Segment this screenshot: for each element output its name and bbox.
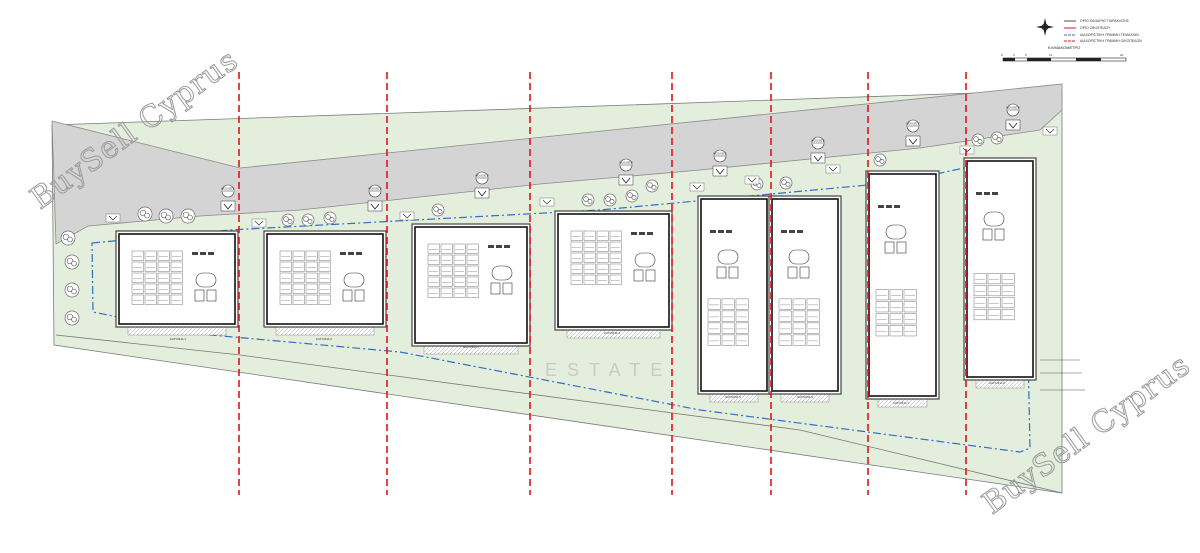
tree-icon [301,213,315,227]
tree-icon [180,208,196,224]
house-marker-icon: HOUSE 3 [474,171,490,199]
legend: ΟΡΙΟ ΚΑΘΑΡΗΣ ΠΑΡΑΚΛΙΣΗΣ ΟΡΙΟ ΟΙΚΟΠΕΔΟΥ Δ… [1001,18,1142,62]
tree-icon [281,213,295,227]
house-3: HOUSE 3 ΚΑΤΟΙΚΙΑ 3 [411,171,531,355]
house-marker-label: HOUSE 3 [475,174,489,178]
tree-icon [971,133,985,147]
tree-icon [779,176,793,190]
north-arrow-icon [1036,18,1054,36]
tree-icon [158,208,174,224]
access-road [51,83,1063,245]
tree-icon [873,153,887,167]
parking-arrow-icon [689,182,705,192]
house-marker-icon: HOUSE 5 [712,149,728,177]
house-label: ΚΑΤΟΙΚΙΑ 1 [170,337,186,341]
house-marker-label: HOUSE 1 [221,187,235,191]
site-boundary-south [55,334,1063,494]
watermark-center: ESTATE [545,360,672,380]
parking-arrow-icon [959,145,975,155]
house-5: HOUSE 5 ΚΑΤΟΙΚΙΑ 5 [697,149,771,403]
house-marker-label: HOUSE 5 [713,152,727,156]
parking-arrow-icon [399,211,415,221]
tree-icon [990,131,1004,145]
house-1: HOUSE 1 ΚΑΤΟΙΚΙΑ 1 [115,184,239,341]
tree-icon [60,230,76,246]
svg-text:5: 5 [1025,53,1027,57]
svg-text:ΟΡΙΟ ΟΙΚΟΠΕΔΟΥ: ΟΡΙΟ ΟΙΚΟΠΕΔΟΥ [1080,26,1111,30]
house-label: ΚΑΤΟΙΚΙΑ 3 [463,345,479,349]
house-6: HOUSE 6 ΚΑΤΟΙΚΙΑ 6 [768,136,842,403]
svg-text:0: 0 [1001,53,1003,57]
house-label: ΚΑΤΟΙΚΙΑ 5 [725,395,741,399]
svg-text:20: 20 [1120,53,1124,57]
building-outline [697,195,771,395]
house-label: ΚΑΤΟΙΚΙΑ 7 [893,401,909,405]
building-outline [865,170,940,400]
legend-line-3: ΔΙΑΧΩΡΙΣΤΙΚΗ ΓΡΑΜΜΗ ΤΕΜΑΧΙΩΝ [1064,33,1139,37]
house-marker-icon: HOUSE 1 [220,184,236,212]
house-marker-label: HOUSE 4 [619,161,633,165]
scale-title: ΚΛΙΜΑΚΟΜΕΤΡΟ [1048,45,1080,50]
parking-arrow-icon [744,175,760,185]
house-label: ΚΑΤΟΙΚΙΑ 2 [316,337,332,341]
legend-line-1: ΟΡΙΟ ΚΑΘΑΡΗΣ ΠΑΡΑΚΛΙΣΗΣ [1064,19,1130,23]
tree-icon [581,193,595,207]
svg-text:ΔΙΑΧΩΡΙΣΤΙΚΗ ΓΡΑΜΜΗ ΤΕΜΑΧΙΩΝ: ΔΙΑΧΩΡΙΣΤΙΚΗ ΓΡΑΜΜΗ ΤΕΜΑΧΙΩΝ [1080,33,1139,37]
plot-divider-lines [238,72,967,495]
legend-line-4: ΔΙΑΧΩΡΙΣΤΙΚΗ ΓΡΑΜΜΗ ΟΙΚΟΠΕΔΩΝ [1064,39,1142,43]
house-marker-label: HOUSE 8 [1006,106,1020,110]
house-7: HOUSE 7 ΚΑΤΟΙΚΙΑ 7 [865,119,940,408]
house-marker-icon: HOUSE 6 [810,136,826,164]
house-marker-label: HOUSE 6 [811,139,825,143]
scale-bar: 0 2 5 10 20 [1001,53,1127,62]
house-label: ΚΑΤΟΙΚΙΑ 8 [989,381,1005,385]
svg-text:2: 2 [1013,53,1015,57]
house-label: ΚΑΤΟΙΚΙΑ 6 [797,395,813,399]
parking-arrow-icon [105,213,121,223]
house-label: ΚΑΤΟΙΚΙΑ 4 [604,331,620,335]
house-marker-icon: HOUSE 2 [367,184,383,212]
parking-arrow-icon [825,164,841,174]
legend-line-2: ΟΡΙΟ ΟΙΚΟΠΕΔΟΥ [1064,26,1111,30]
parking-arrow-icon [539,197,555,207]
tree-icon [64,282,80,298]
tree-icon [64,310,80,326]
tree-icon [137,206,153,222]
tree-icon [625,189,639,203]
building-outline [963,157,1037,381]
tree-icon [323,211,337,225]
parking-arrow-icon [1042,126,1058,136]
parking-arrow-icon [251,218,267,228]
svg-text:10: 10 [1049,53,1053,57]
house-marker-icon: HOUSE 8 [1005,103,1021,131]
terrace-hatch [127,326,227,336]
house-marker-icon: HOUSE 7 [905,119,921,147]
svg-text:ΟΡΙΟ ΚΑΘΑΡΗΣ ΠΑΡΑΚΛΙΣΗΣ: ΟΡΙΟ ΚΑΘΑΡΗΣ ΠΑΡΑΚΛΙΣΗΣ [1080,19,1130,23]
tree-icon [603,193,617,207]
tree-icon [645,179,659,193]
terrace-hatch [275,326,375,336]
building-outline [768,195,842,395]
house-2: HOUSE 2 ΚΑΤΟΙΚΙΑ 2 [263,184,387,341]
tree-icon [64,254,80,270]
right-notes [1040,359,1085,391]
tree-icon [431,203,445,217]
house-8: HOUSE 8 ΚΑΤΟΙΚΙΑ 8 [963,103,1037,389]
house-marker-label: HOUSE 7 [906,122,920,126]
house-marker-icon: HOUSE 4 [618,158,634,186]
house-marker-label: HOUSE 2 [368,187,382,191]
svg-text:ΔΙΑΧΩΡΙΣΤΙΚΗ ΓΡΑΜΜΗ ΟΙΚΟΠΕΔΩΝ: ΔΙΑΧΩΡΙΣΤΙΚΗ ΓΡΑΜΜΗ ΟΙΚΟΠΕΔΩΝ [1080,39,1142,43]
